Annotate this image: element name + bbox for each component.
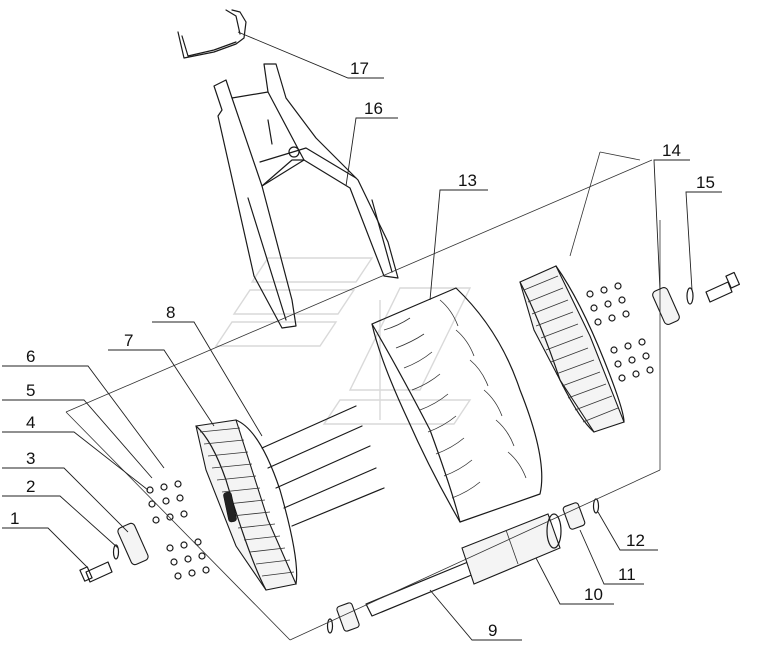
right-wheel: [519, 265, 625, 433]
callout-2: 2: [26, 477, 35, 496]
callout-labels: 1 2 3 4 5 6 7 8 9 10 11 12 13 14 15 16 1…: [10, 59, 715, 640]
callout-9: 9: [488, 621, 497, 640]
callout-14: 14: [662, 141, 681, 160]
left-hub-cap: [79, 522, 149, 583]
tie-rods: [261, 405, 385, 527]
callout-17: 17: [350, 59, 369, 78]
callout-4: 4: [26, 413, 35, 432]
left-wheel: [195, 419, 298, 591]
right-hub-cap: [652, 271, 741, 325]
callout-5: 5: [26, 381, 35, 400]
assembly-center-lines: [65, 151, 661, 641]
callout-3: 3: [26, 449, 35, 468]
left-fasteners: [146, 480, 210, 580]
handle-bracket: [177, 9, 247, 59]
axle-shaft: [365, 556, 484, 617]
callout-15: 15: [696, 173, 715, 192]
callout-10: 10: [584, 585, 603, 604]
callout-1: 1: [10, 509, 19, 528]
callout-16: 16: [364, 99, 383, 118]
watermark-logo: [214, 257, 472, 425]
callout-13: 13: [458, 171, 477, 190]
right-wheel-tread: [523, 275, 619, 423]
left-wheel-tread: [199, 427, 295, 577]
axle-bushing: [326, 602, 360, 634]
right-fasteners: [586, 282, 654, 382]
tire-lugs: [383, 299, 527, 499]
callout-8: 8: [166, 303, 175, 322]
fork-frame: [213, 63, 399, 329]
hub-sleeve: [461, 513, 562, 585]
callout-7: 7: [124, 331, 133, 350]
tire: [371, 287, 543, 523]
callout-6: 6: [26, 347, 35, 366]
spacer-and-washer: [562, 498, 600, 530]
callout-12: 12: [626, 531, 645, 550]
callout-11: 11: [618, 565, 636, 584]
leader-lines: [2, 31, 722, 641]
